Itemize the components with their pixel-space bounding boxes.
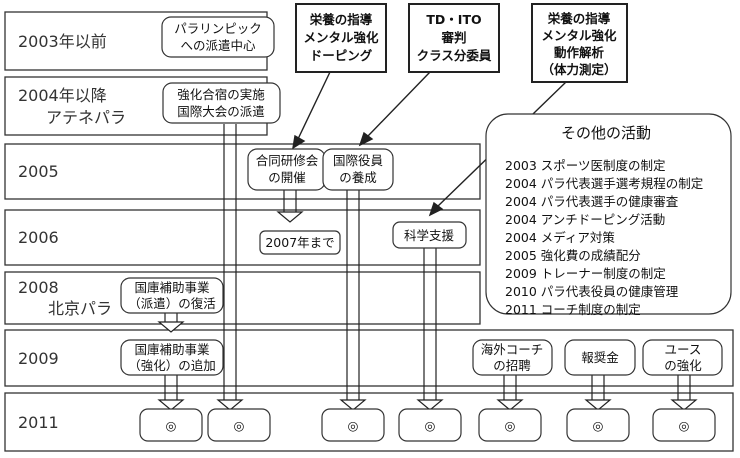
box-dispatch-center: パラリンピック への派遣中心 — [161, 16, 275, 58]
year-2004-sublabel: アテネパラ — [46, 108, 126, 127]
box-overseas-coach: 海外コーチ の招聘 — [472, 339, 553, 376]
other-activity-item: 2011 コーチ制度の制定 — [505, 302, 641, 317]
outcome-symbol: ◎ — [593, 418, 604, 433]
year-2008-label: 2008 — [18, 278, 59, 297]
label-nutrition-motion-line4: （体力測定） — [541, 62, 616, 77]
label-td-ito-line1: TD・ITO — [426, 12, 481, 27]
other-activities-title: その他の活動 — [561, 124, 651, 142]
year-2005-label: 2005 — [18, 162, 59, 181]
box-training-intl-line1: 強化合宿の実施 — [177, 87, 265, 102]
outcome-symbol: ◎ — [679, 418, 690, 433]
box-until-2007: 2007年まで — [259, 230, 341, 255]
box-youth-line2: の強化 — [664, 358, 702, 373]
box-youth: ユース の強化 — [642, 339, 723, 376]
band-2008 — [4, 271, 481, 325]
other-activity-item: 2009 トレーナー制度の制定 — [505, 266, 666, 281]
label-nutrition-doping: 栄養の指導 メンタル強化 ドーピング — [295, 3, 387, 73]
outcome-symbol: ◎ — [425, 418, 436, 433]
other-activity-item: 2010 パラ代表役員の健康管理 — [505, 284, 679, 299]
outcome-box-1: ◎ — [139, 408, 203, 442]
box-joint-training-line2: の開催 — [268, 170, 306, 185]
outcome-symbol: ◎ — [234, 418, 245, 433]
label-td-ito-line2: 審判 — [440, 30, 466, 45]
label-nutrition-motion-line3: 動作解析 — [554, 45, 605, 60]
other-activity-item: 2005 強化費の成績配分 — [505, 248, 641, 263]
box-reward-label: 報奨金 — [581, 350, 619, 365]
box-subsidy-added-line2: （強化）の追加 — [128, 358, 216, 373]
other-activity-item: 2004 パラ代表選手選考規程の制定 — [505, 176, 703, 191]
box-subsidy-added-line1: 国庫補助事業 — [134, 342, 210, 357]
other-activity-item: 2003 スポーツ医制度の制定 — [505, 158, 666, 173]
band-2005 — [4, 143, 481, 200]
box-training-intl-line2: 国際大会の派遣 — [177, 104, 265, 119]
box-science-support-label: 科学支援 — [404, 228, 455, 243]
box-subsidy-revival: 国庫補助事業 （派遣）の復活 — [120, 277, 224, 314]
box-science-support: 科学支援 — [392, 221, 467, 249]
outcome-box-3: ◎ — [321, 408, 385, 442]
year-2004-label: 2004年以降 — [18, 86, 107, 105]
other-activity-item: 2004 メディア対策 — [505, 230, 615, 245]
outcome-box-2: ◎ — [207, 408, 271, 442]
year-2003-label: 2003年以前 — [18, 32, 107, 51]
box-subsidy-revival-line2: （派遣）の復活 — [128, 296, 216, 311]
box-official-training-line1: 国際役員 — [333, 153, 384, 168]
label-nutrition-doping-line2: メンタル強化 — [303, 30, 379, 45]
box-until-2007-label: 2007年まで — [265, 235, 334, 250]
label-nutrition-motion-line2: メンタル強化 — [541, 28, 617, 43]
box-subsidy-revival-line1: 国庫補助事業 — [134, 280, 210, 295]
label-nutrition-motion: 栄養の指導 メンタル強化 動作解析 （体力測定） — [531, 3, 628, 83]
label-td-ito-line3: クラス分委員 — [417, 48, 492, 63]
label-nutrition-doping-line3: ドーピング — [310, 48, 373, 63]
connector-lines — [164, 124, 691, 400]
box-joint-training-line1: 合同研修会 — [256, 153, 319, 168]
outcome-box-4: ◎ — [398, 408, 462, 442]
box-overseas-coach-line2: の招聘 — [493, 358, 531, 373]
outcome-symbol: ◎ — [505, 418, 516, 433]
outcome-box-5: ◎ — [478, 408, 542, 442]
box-youth-line1: ユース — [665, 342, 702, 357]
year-2011-label: 2011 — [18, 413, 59, 432]
other-activities-panel: その他の活動 2003 スポーツ医制度の制定 2004 パラ代表選手選考規程の制… — [485, 113, 732, 317]
label-td-ito: TD・ITO 審判 クラス分委員 — [408, 3, 500, 73]
outcome-box-7: ◎ — [652, 408, 716, 442]
outcome-box-6: ◎ — [566, 408, 630, 442]
box-reward: 報奨金 — [564, 339, 636, 376]
box-joint-training: 合同研修会 の開催 — [247, 148, 326, 191]
box-dispatch-center-line1: パラリンピック — [174, 21, 262, 36]
year-2006-label: 2006 — [18, 228, 59, 247]
year-2009-label: 2009 — [18, 349, 59, 368]
outcome-symbol: ◎ — [166, 418, 177, 433]
box-overseas-coach-line1: 海外コーチ — [481, 342, 544, 357]
other-activity-item: 2004 パラ代表選手の健康審査 — [505, 194, 679, 209]
box-dispatch-center-line2: への派遣中心 — [180, 38, 256, 53]
label-nutrition-doping-line1: 栄養の指導 — [309, 12, 373, 27]
box-official-training-line2: の養成 — [339, 170, 377, 185]
box-official-training: 国際役員 の養成 — [322, 148, 394, 191]
outcome-symbol: ◎ — [348, 418, 359, 433]
label-nutrition-motion-line1: 栄養の指導 — [547, 11, 611, 26]
other-activity-item: 2004 アンチドーピング活動 — [505, 212, 665, 227]
arrowheads — [157, 211, 698, 411]
year-2008-sublabel: 北京パラ — [48, 299, 112, 318]
box-subsidy-added: 国庫補助事業 （強化）の追加 — [120, 339, 224, 376]
box-training-intl: 強化合宿の実施 国際大会の派遣 — [162, 82, 281, 124]
